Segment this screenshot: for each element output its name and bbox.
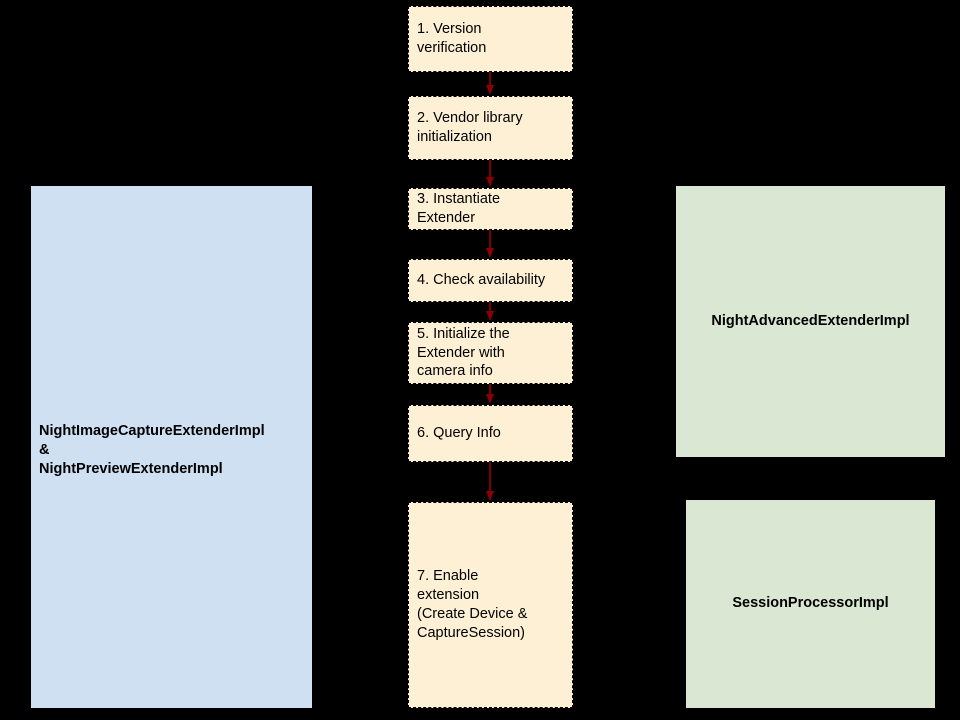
step-3-label: 3. Instantiate Extender [417, 191, 501, 226]
connector-arrow-1-to-2 [484, 72, 496, 96]
step-box-1[interactable]: 1. Version verification [408, 6, 573, 72]
connector-arrow-6-to-7 [484, 462, 496, 502]
panel-blue-label: NightImageCaptureExtenderImpl & NightPre… [39, 423, 265, 478]
step-box-3[interactable]: 3. Instantiate Extender [408, 188, 573, 230]
step-7-label: 7. Enable extension (Create Device & Cap… [417, 568, 528, 641]
connector-arrow-4-to-5 [484, 302, 496, 322]
step-4-label: 4. Check availability [417, 272, 546, 289]
step-box-2[interactable]: 2. Vendor library initialization [408, 96, 573, 160]
step-box-6[interactable]: 6. Query Info [408, 405, 573, 462]
step-box-5[interactable]: 5. Initialize the Extender with camera i… [408, 322, 573, 384]
panel-night-basic-extender-impl[interactable]: NightImageCaptureExtenderImpl & NightPre… [31, 186, 312, 708]
step-5-label: 5. Initialize the Extender with camera i… [417, 325, 510, 380]
connector-arrow-2-to-3 [484, 160, 496, 188]
step-box-4[interactable]: 4. Check availability [408, 259, 573, 302]
step-1-label: 1. Version verification [417, 21, 487, 56]
step-box-7[interactable]: 7. Enable extension (Create Device & Cap… [408, 502, 573, 708]
step-6-label: 6. Query Info [417, 425, 501, 442]
panel-night-advanced-extender-impl[interactable]: NightAdvancedExtenderImpl [676, 186, 945, 457]
connector-arrow-3-to-4 [484, 230, 496, 259]
panel-green-top-label: NightAdvancedExtenderImpl [711, 312, 910, 329]
panel-green-bottom-label: SessionProcessorImpl [732, 595, 889, 612]
connector-arrow-5-to-6 [484, 384, 496, 405]
step-2-label: 2. Vendor library initialization [417, 110, 523, 145]
panel-session-processor-impl[interactable]: SessionProcessorImpl [686, 500, 935, 708]
